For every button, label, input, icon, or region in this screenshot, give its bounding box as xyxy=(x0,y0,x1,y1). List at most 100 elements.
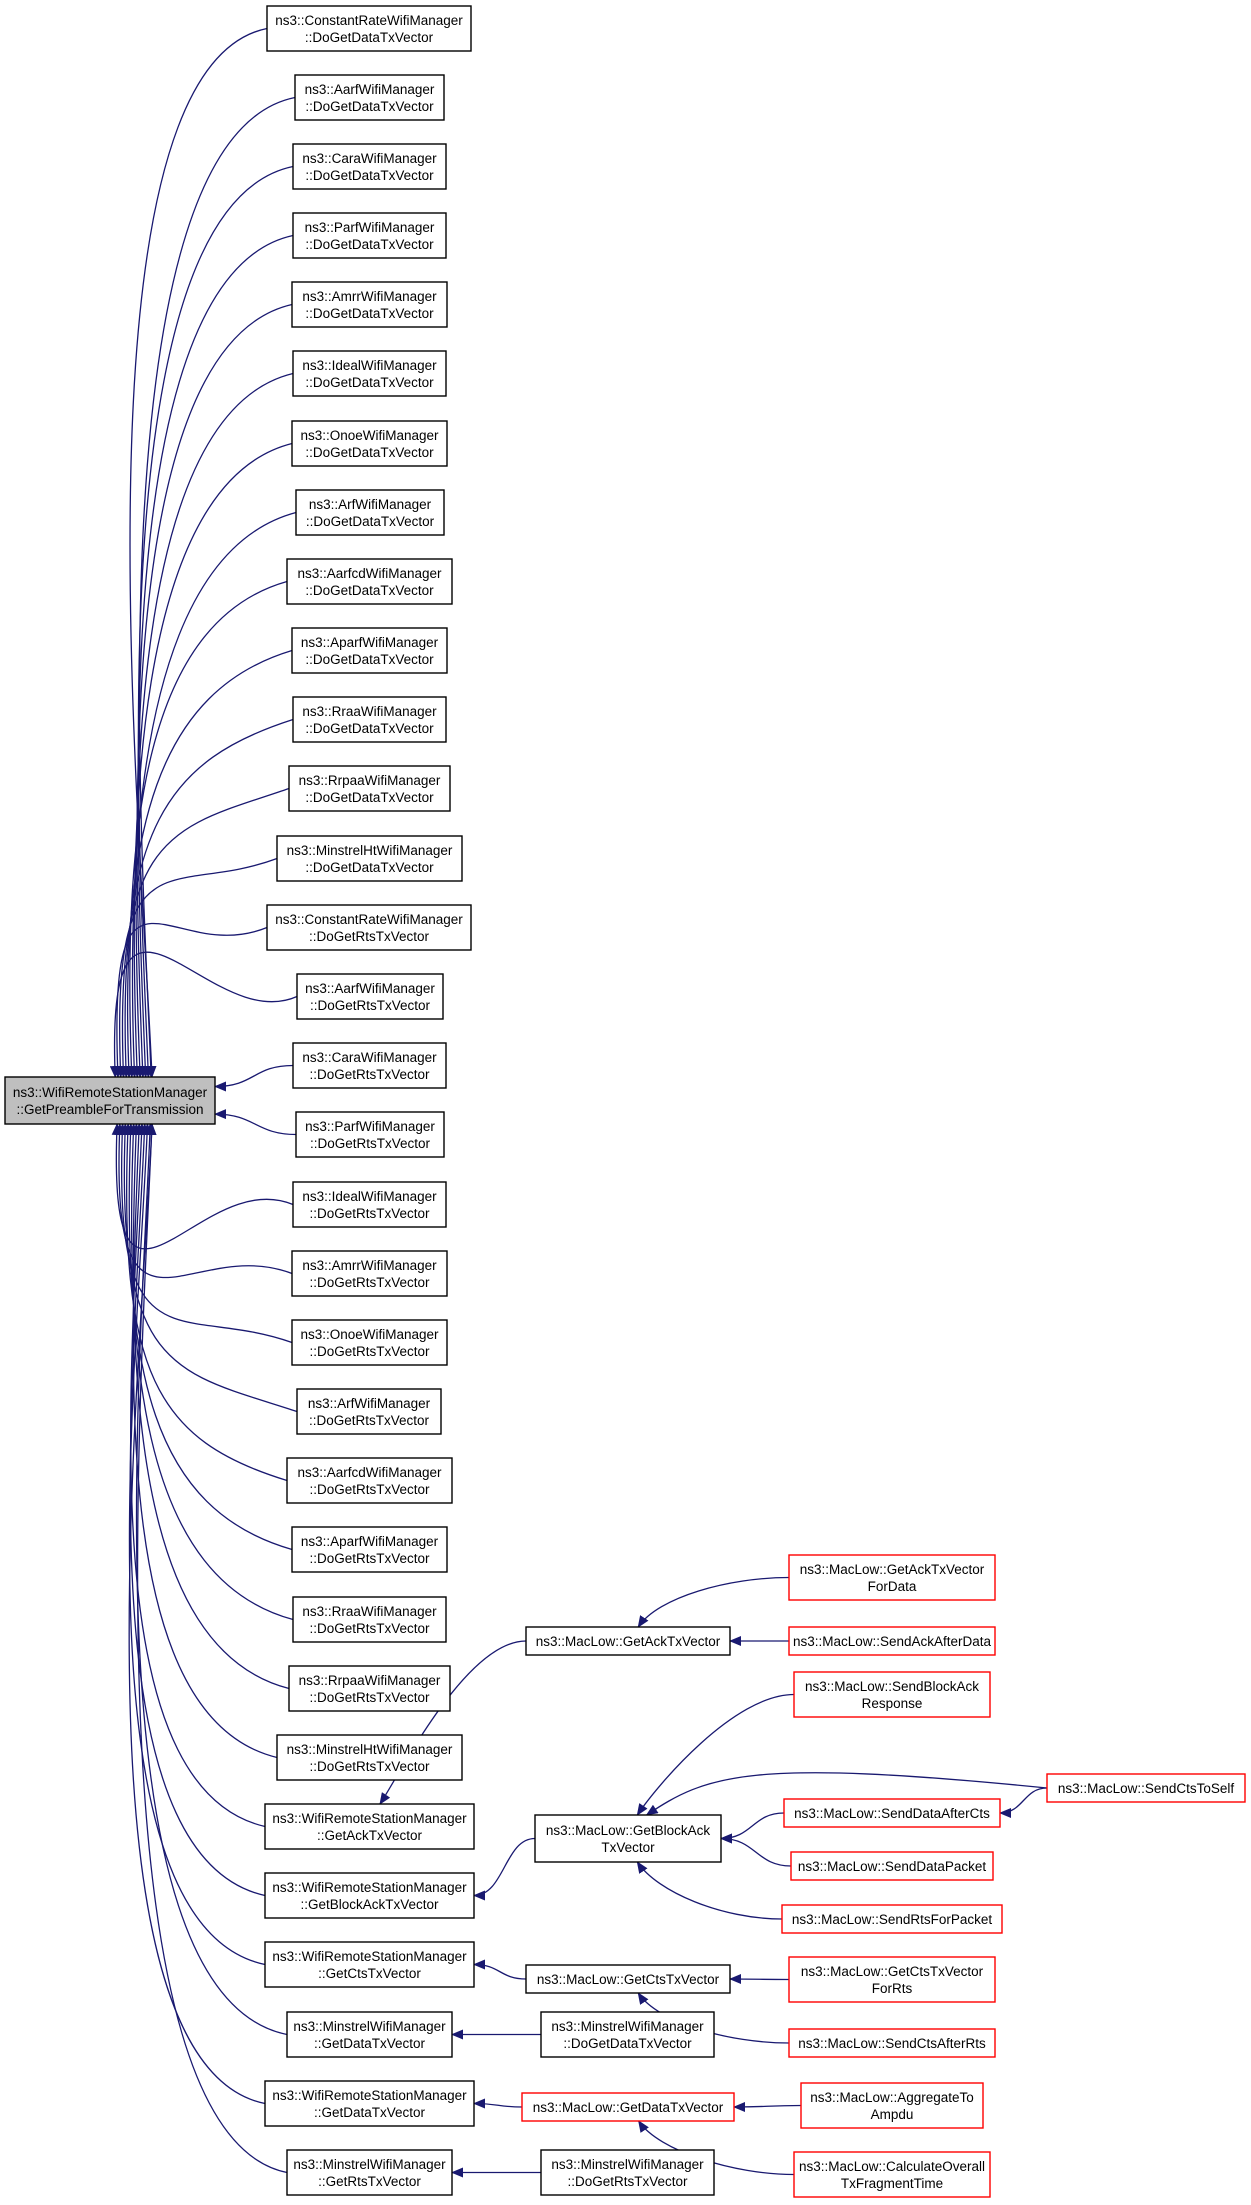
graph-node[interactable]: ns3::MacLow::GetBlockAckTxVector xyxy=(534,1814,722,1863)
graph-node[interactable]: ns3::CaraWifiManager::DoGetRtsTxVector xyxy=(292,1042,447,1089)
node-label: ns3::MacLow::AggregateTo xyxy=(810,2090,974,2105)
node-label: ns3::AarfWifiManager xyxy=(305,981,435,996)
graph-node[interactable]: ns3::MinstrelWifiManager::GetDataTxVecto… xyxy=(286,2011,453,2058)
graph-node[interactable]: ns3::WifiRemoteStationManager::GetCtsTxV… xyxy=(264,1941,475,1988)
graph-node[interactable]: ns3::ConstantRateWifiManager::DoGetRtsTx… xyxy=(266,904,472,951)
node-label: ns3::IdealWifiManager xyxy=(302,358,437,373)
node-label: ns3::RraaWifiManager xyxy=(302,704,437,719)
node-label: ns3::MacLow::GetDataTxVector xyxy=(533,2100,724,2115)
edge-n_ml_sendctstoself-to-n_ml_back xyxy=(645,1772,1048,1816)
graph-node[interactable]: ns3::ParfWifiManager::DoGetDataTxVector xyxy=(292,212,447,259)
node-box xyxy=(292,1596,447,1643)
edge-n_wrsm_cts-to-n_root xyxy=(128,1123,266,1966)
graph-node[interactable]: ns3::MacLow::GetAckTxVector xyxy=(525,1626,731,1656)
node-label: ns3::CaraWifiManager xyxy=(302,1050,437,1065)
graph-node[interactable]: ns3::IdealWifiManager::DoGetDataTxVector xyxy=(292,350,447,397)
node-label: ns3::MacLow::CalculateOverall xyxy=(799,2159,985,2174)
node-label: ns3::MacLow::SendCtsToSelf xyxy=(1058,1781,1235,1796)
node-box xyxy=(291,1250,448,1297)
graph-node[interactable]: ns3::MacLow::SendCtsAfterRts xyxy=(788,2028,996,2058)
node-box xyxy=(292,212,447,259)
graph-node[interactable]: ns3::OnoeWifiManager::DoGetRtsTxVector xyxy=(291,1319,448,1366)
graph-node[interactable]: ns3::AparfWifiManager::DoGetRtsTxVector xyxy=(291,1526,448,1573)
node-label: ns3::AarfcdWifiManager xyxy=(297,1465,442,1480)
graph-node[interactable]: ns3::RraaWifiManager::DoGetDataTxVector xyxy=(292,696,447,743)
graph-node[interactable]: ns3::MacLow::GetDataTxVector xyxy=(521,2092,735,2122)
graph-node[interactable]: ns3::MinstrelWifiManager::GetRtsTxVector xyxy=(286,2149,453,2196)
node-label: ns3::ConstantRateWifiManager xyxy=(275,13,463,28)
node-box xyxy=(264,1941,475,1988)
node-box xyxy=(292,1181,447,1228)
graph-node[interactable]: ns3::WifiRemoteStationManager::GetAckTxV… xyxy=(264,1803,475,1850)
graph-node[interactable]: ns3::MacLow::SendDataPacket xyxy=(790,1851,994,1881)
node-box xyxy=(788,1554,996,1601)
graph-node[interactable]: ns3::IdealWifiManager::DoGetRtsTxVector xyxy=(292,1181,447,1228)
graph-node[interactable]: ns3::AarfcdWifiManager::DoGetDataTxVecto… xyxy=(286,558,453,605)
graph-node[interactable]: ns3::MacLow::SendCtsToSelf xyxy=(1046,1773,1246,1803)
edge-n_cara_rts-to-n_root xyxy=(214,1064,294,1092)
graph-node[interactable]: ns3::AarfcdWifiManager::DoGetRtsTxVector xyxy=(286,1457,453,1504)
graph-node[interactable]: ns3::RrpaaWifiManager::DoGetDataTxVector xyxy=(288,765,451,812)
edge-n_ideal_data-to-n_root xyxy=(134,372,294,1078)
edge-n_ml_sendrtsforpacket-to-n_ml_back xyxy=(636,1861,783,1920)
node-box xyxy=(788,1626,996,1656)
graph-node[interactable]: ns3::AparfWifiManager::DoGetDataTxVector xyxy=(291,627,448,674)
node-label: ns3::MacLow::GetBlockAck xyxy=(546,1823,711,1838)
graph-node[interactable]: ns3::ArfWifiManager::DoGetDataTxVector xyxy=(295,489,445,536)
graph-node[interactable]: ns3::MinstrelHtWifiManager::DoGetDataTxV… xyxy=(276,835,463,882)
edge-n_rrpaa_rts-to-n_root xyxy=(131,1123,290,1690)
node-label: ::GetRtsTxVector xyxy=(318,2174,421,2189)
node-label: TxVector xyxy=(601,1840,655,1855)
graph-node[interactable]: ns3::MacLow::GetCtsTxVector xyxy=(525,1964,731,1994)
graph-node[interactable]: ns3::MinstrelWifiManager::DoGetDataTxVec… xyxy=(540,2011,715,2058)
graph-node[interactable]: ns3::WifiRemoteStationManager::GetBlockA… xyxy=(264,1872,475,1919)
graph-node[interactable]: ns3::WifiRemoteStationManager::GetDataTx… xyxy=(264,2080,475,2127)
node-label: ::GetAckTxVector xyxy=(317,1828,423,1843)
node-label: ForData xyxy=(868,1579,917,1594)
node-box xyxy=(790,1851,994,1881)
graph-node[interactable]: ns3::AarfWifiManager::DoGetRtsTxVector xyxy=(296,973,444,1020)
graph-node[interactable]: ns3::AarfWifiManager::DoGetDataTxVector xyxy=(294,74,445,121)
graph-node[interactable]: ns3::MinstrelHtWifiManager::DoGetRtsTxVe… xyxy=(276,1734,463,1781)
graph-node[interactable]: ns3::ArfWifiManager::DoGetRtsTxVector xyxy=(296,1388,442,1435)
node-label: ns3::WifiRemoteStationManager xyxy=(272,1811,467,1826)
edge-n_parf_data-to-n_root xyxy=(137,234,294,1078)
graph-node[interactable]: ns3::MinstrelWifiManager::DoGetRtsTxVect… xyxy=(540,2149,715,2196)
node-label: ::DoGetDataTxVector xyxy=(305,168,434,183)
graph-node[interactable]: ns3::MacLow::SendAckAfterData xyxy=(788,1626,996,1656)
graph-node[interactable]: ns3::CaraWifiManager::DoGetDataTxVector xyxy=(292,143,447,190)
graph-node[interactable]: ns3::RrpaaWifiManager::DoGetRtsTxVector xyxy=(288,1665,451,1712)
edge-n_rraa_data-to-n_root xyxy=(120,718,294,1078)
node-box xyxy=(288,1665,451,1712)
edge-n_ml_ackfordata-to-n_ml_ack xyxy=(637,1576,790,1628)
edge-n_parf_rts-to-n_root xyxy=(214,1109,297,1136)
node-label: ::DoGetRtsTxVector xyxy=(309,1206,430,1221)
node-label: ::DoGetRtsTxVector xyxy=(309,1344,430,1359)
edge-n_ml_sendbackresp-to-n_ml_back xyxy=(636,1693,795,1816)
graph-node[interactable]: ns3::ParfWifiManager::DoGetRtsTxVector xyxy=(295,1111,445,1158)
graph-node[interactable]: ns3::ConstantRateWifiManager::DoGetDataT… xyxy=(266,5,472,52)
node-box xyxy=(291,420,448,467)
edge-n_aarfcd_data-to-n_root xyxy=(126,580,288,1078)
node-label: ns3::MacLow::GetAckTxVector xyxy=(800,1562,985,1577)
node-box xyxy=(264,1872,475,1919)
node-box xyxy=(534,1814,722,1863)
graph-node[interactable]: ns3::MacLow::CalculateOverallTxFragmentT… xyxy=(793,2151,991,2198)
edge-n_wrsm_back-to-n_root xyxy=(129,1123,266,1897)
node-label: ns3::MacLow::GetAckTxVector xyxy=(536,1634,721,1649)
node-box xyxy=(1046,1773,1246,1803)
node-box xyxy=(294,74,445,121)
graph-node[interactable]: ns3::MacLow::SendDataAfterCts xyxy=(783,1798,1001,1828)
graph-node[interactable]: ns3::AmrrWifiManager::DoGetRtsTxVector xyxy=(291,1250,448,1297)
graph-node[interactable]: ns3::AmrrWifiManager::DoGetDataTxVector xyxy=(291,281,448,328)
graph-node[interactable]: ns3::RraaWifiManager::DoGetRtsTxVector xyxy=(292,1596,447,1643)
graph-node[interactable]: ns3::OnoeWifiManager::DoGetDataTxVector xyxy=(291,420,448,467)
node-label: ns3::ParfWifiManager xyxy=(305,1119,435,1134)
graph-node[interactable]: ns3::MacLow::SendRtsForPacket xyxy=(781,1904,1003,1934)
node-box xyxy=(783,1798,1001,1828)
